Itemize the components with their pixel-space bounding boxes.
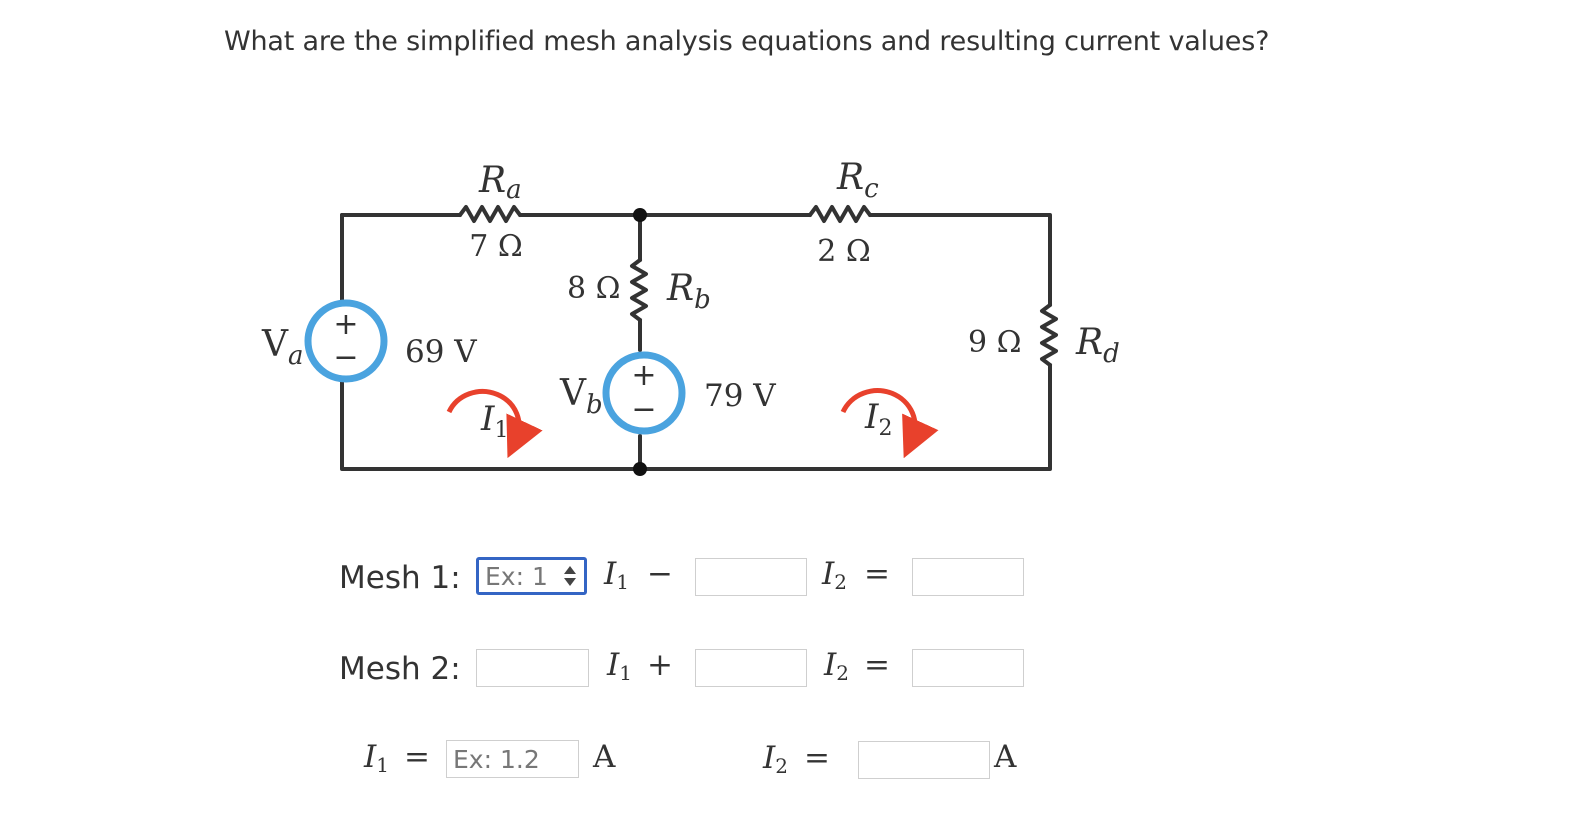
- svg-text:−: −: [333, 340, 358, 375]
- mesh2-coef2-input[interactable]: [695, 649, 807, 687]
- result-i1-term: I1: [364, 739, 389, 777]
- value-va: 69 V: [405, 334, 477, 370]
- circuit-diagram: + − + − Ra 7 Ω Rc 2 Ω 8 Ω Rb 9 Ω Rd Va 6…: [261, 157, 1120, 476]
- svg-text:−: −: [631, 392, 656, 427]
- mesh1-coef1-input[interactable]: [476, 557, 587, 595]
- svg-text:+: +: [333, 307, 358, 342]
- node-bottom: [633, 462, 647, 476]
- value-rb: 8 Ω: [567, 271, 621, 306]
- label-ra: Ra: [478, 160, 522, 205]
- mesh1-i1-term: I1: [604, 556, 629, 594]
- spinner-arrows-icon[interactable]: [563, 563, 577, 589]
- mesh2-i1-term: I1: [607, 647, 632, 685]
- mesh2-arrow: [840, 388, 939, 459]
- result-i2-unit: A: [994, 739, 1017, 775]
- source-vb: + −: [602, 351, 686, 435]
- node-top: [633, 208, 647, 222]
- resistor-rc: [808, 205, 872, 223]
- mesh2-equals: =: [864, 647, 890, 683]
- mesh2-i2-term: I2: [824, 647, 849, 685]
- label-rc: Rc: [836, 157, 879, 204]
- result-i2-term: I2: [763, 740, 788, 778]
- mesh1-arrow: [446, 389, 543, 459]
- result-i1-input[interactable]: [446, 740, 579, 778]
- value-ra: 7 Ω: [469, 229, 523, 264]
- wire-top-right: [868, 213, 1052, 307]
- result-i2-equals: =: [804, 740, 830, 776]
- question-text: What are the simplified mesh analysis eq…: [224, 26, 1270, 57]
- label-rd: Rd: [1075, 322, 1120, 369]
- result-i1-equals: =: [404, 739, 430, 775]
- value-rd: 9 Ω: [968, 325, 1022, 360]
- mesh1-operator: −: [647, 556, 673, 592]
- resistor-rd: [1040, 303, 1058, 367]
- label-vb: Vb: [559, 373, 603, 420]
- resistor-rb: [630, 258, 648, 322]
- mesh1-i2-term: I2: [822, 556, 847, 594]
- mesh2-rhs-input[interactable]: [912, 649, 1024, 687]
- mesh2-coef1-input[interactable]: [476, 649, 589, 687]
- label-rb: Rb: [666, 268, 711, 315]
- mesh1-label: Mesh 1:: [339, 560, 461, 596]
- source-va: + −: [304, 299, 388, 383]
- result-i1-unit: A: [593, 739, 616, 775]
- label-mesh2: I2: [864, 397, 892, 441]
- svg-text:+: +: [631, 358, 656, 393]
- mesh2-label: Mesh 2:: [339, 651, 461, 687]
- mesh1-rhs-input[interactable]: [912, 558, 1024, 596]
- value-vb: 79 V: [704, 378, 776, 414]
- label-mesh1: I1: [480, 399, 508, 443]
- mesh1-coef2-input[interactable]: [695, 558, 807, 596]
- label-va: Va: [261, 324, 304, 371]
- wire-right-bottom: [340, 363, 1052, 471]
- mesh2-operator: +: [647, 647, 673, 683]
- value-rc: 2 Ω: [817, 234, 871, 269]
- result-i2-input[interactable]: [858, 741, 990, 779]
- resistor-ra: [458, 205, 522, 223]
- mesh1-equals: =: [864, 556, 890, 592]
